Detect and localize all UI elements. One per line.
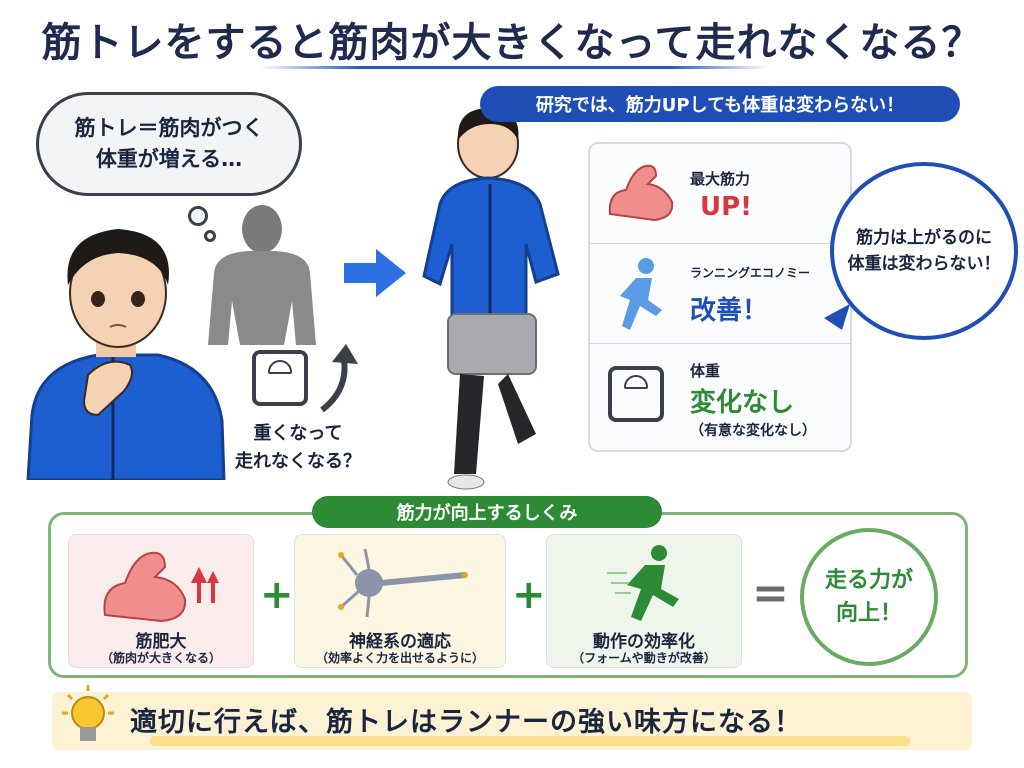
result-line-1: 走る力が bbox=[824, 568, 913, 593]
scale-icon bbox=[252, 350, 308, 406]
mechanism-desc-hypertrophy: （筋肉が大きくなる） bbox=[100, 651, 221, 665]
stat-row-body-weight: 体重 変化なし （有意な変化なし） bbox=[590, 344, 850, 444]
flexed-arm-icon bbox=[608, 164, 674, 222]
stat-row-running-economy: ランニングエコノミー 改善！ bbox=[590, 244, 850, 344]
mechanism-name-hypertrophy: 筋肥大 bbox=[135, 632, 187, 652]
mechanism-name-neural: 神経系の適応 bbox=[349, 632, 451, 652]
mechanism-card-neural: 神経系の適応 （効率よく力を出せるように） bbox=[294, 534, 506, 668]
question-line-1: 重くなって bbox=[253, 423, 343, 444]
plus-sign-1: + bbox=[260, 572, 294, 618]
mechanism-card-hypertrophy: 筋肥大 （筋肉が大きくなる） bbox=[68, 534, 254, 668]
thought-line-2: 体重が増える… bbox=[95, 147, 243, 171]
muscular-silhouette bbox=[208, 205, 316, 345]
question-text: 重くなって 走れなくなる？ bbox=[218, 420, 378, 476]
neuron-icon bbox=[338, 548, 468, 618]
question-line-2: 走れなくなる？ bbox=[235, 450, 361, 472]
stat-label-max-strength: 最大筋力 bbox=[690, 170, 751, 188]
mechanism-title: 筋力が向上するしくみ bbox=[312, 496, 662, 528]
stat-value-body-weight: 変化なし bbox=[690, 388, 795, 418]
callout-line-1: 筋力は上がるのに bbox=[856, 227, 992, 248]
mechanism-card-efficiency: 動作の効率化 （フォームや動きが改善） bbox=[546, 534, 742, 668]
stats-panel: 最大筋力 UP! ランニングエコノミー 改善！ 体重 変化なし （有意な変化なし… bbox=[588, 142, 852, 452]
thought-bubble: 筋トレ＝筋肉がつく 体重が増える… bbox=[36, 92, 302, 196]
mechanism-desc-neural: （効率よく力を出せるように） bbox=[315, 651, 484, 665]
result-line-2: 向上！ bbox=[835, 601, 902, 626]
bottom-highlight bbox=[150, 736, 910, 746]
runner-icon bbox=[607, 545, 679, 621]
page-title: 筋トレをすると筋肉が大きくなって走れなくなる？ bbox=[41, 20, 983, 66]
right-arrow-icon bbox=[344, 249, 406, 297]
result-circle: 走る力が 向上！ bbox=[800, 528, 938, 666]
callout-line-2: 体重は変わらない！ bbox=[847, 254, 1001, 274]
plus-sign-2: + bbox=[512, 572, 546, 618]
stat-label-body-weight: 体重 bbox=[690, 362, 721, 380]
mechanism-name-efficiency: 動作の効率化 bbox=[593, 632, 695, 652]
title-underline bbox=[260, 66, 770, 69]
runner-icon bbox=[620, 258, 662, 330]
running-man-illustration bbox=[422, 108, 560, 490]
thought-dot-large bbox=[188, 206, 208, 226]
light-bulb-icon bbox=[62, 685, 114, 741]
callout-bubble: 筋力は上がるのに 体重は変わらない！ bbox=[830, 162, 1018, 340]
scale-dial bbox=[624, 375, 648, 389]
research-banner: 研究では、筋力UPしても体重は変わらない！ bbox=[480, 86, 960, 122]
stat-value-running-economy: 改善！ bbox=[690, 296, 769, 326]
stat-label-running-economy: ランニングエコノミー bbox=[690, 266, 811, 280]
stat-sub-body-weight: （有意な変化なし） bbox=[690, 423, 816, 439]
scale-dial bbox=[268, 360, 292, 374]
scale-icon bbox=[608, 366, 664, 422]
up-arrow-icon bbox=[320, 344, 358, 413]
callout-tail bbox=[824, 304, 850, 330]
equals-sign: = bbox=[752, 568, 789, 619]
stat-row-max-strength: 最大筋力 UP! bbox=[590, 144, 850, 244]
thinking-man-illustration bbox=[26, 229, 226, 480]
thought-dot-small bbox=[204, 230, 216, 242]
mechanism-desc-efficiency: （フォームや動きが改善） bbox=[572, 651, 716, 665]
thought-line-1: 筋トレ＝筋肉がつく bbox=[74, 115, 264, 140]
bottom-message: 適切に行えば、筋トレはランナーの強い味方になる！ bbox=[130, 707, 802, 738]
stat-value-max-strength: UP! bbox=[700, 192, 753, 222]
flexed-arm-icon bbox=[103, 551, 219, 623]
